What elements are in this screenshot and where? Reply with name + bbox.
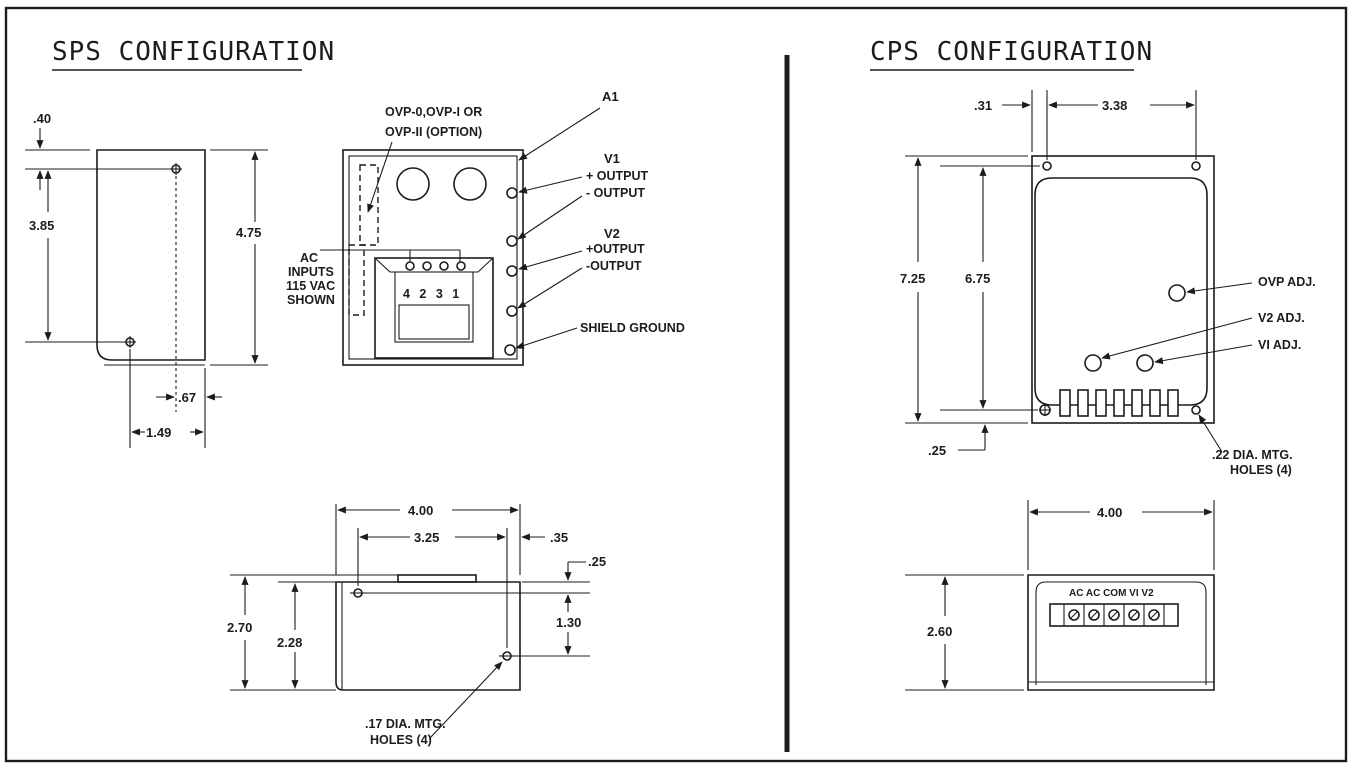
bottom-holes-label-line2: HOLES (4) xyxy=(370,733,432,747)
cps-end-dim-width: 4.00 xyxy=(1097,505,1122,520)
v1-adj-label: VI ADJ. xyxy=(1258,338,1301,352)
side-dim-width: 1.49 xyxy=(146,425,171,440)
a1-label: A1 xyxy=(602,89,619,104)
cps-top-body xyxy=(1031,155,1215,424)
shield-ground-label: SHIELD GROUND xyxy=(580,321,685,335)
bottom-dim-width: 4.00 xyxy=(408,503,433,518)
front-view-knob-left xyxy=(396,167,430,201)
bottom-dim-depth-inner: 2.28 xyxy=(277,635,302,650)
ac-label-line2: INPUTS xyxy=(288,265,334,279)
ac-label-line3: 115 VAC xyxy=(286,279,335,293)
sps-front-view: 4 2 3 1 OVP-0,OVP-I OR OVP-II (OPTION) A… xyxy=(286,89,685,366)
cps-hole-tl xyxy=(1042,161,1052,171)
v1-neg-terminal xyxy=(506,235,518,247)
cps-dim-height: 7.25 xyxy=(900,271,925,286)
v2-pos-label: +OUTPUT xyxy=(586,242,645,256)
cps-terminal-screws xyxy=(1063,604,1165,626)
sps-side-view: .40 3.85 4.75 .67 1.49 xyxy=(25,111,268,448)
cps-title: CPS CONFIGURATION xyxy=(870,37,1153,67)
bottom-view-body xyxy=(335,581,521,691)
v2-neg-terminal xyxy=(506,305,518,317)
bottom-view-cover xyxy=(397,574,477,583)
front-view-inner xyxy=(348,155,518,360)
cps-dim-left: .31 xyxy=(974,98,992,113)
bottom-holes-label-line1: .17 DIA. MTG. xyxy=(365,717,446,731)
cps-top-cover xyxy=(1034,177,1208,406)
cps-dim-bottom: .25 xyxy=(928,443,946,458)
cps-holes-label-line2: HOLES (4) xyxy=(1230,463,1292,477)
ac-label-line1: AC xyxy=(300,251,318,265)
cps-terminal-labels: AC AC COM VI V2 xyxy=(1069,588,1154,599)
v2-label: V2 xyxy=(604,226,620,241)
sps-title: SPS CONFIGURATION xyxy=(52,37,335,67)
v1-adj-pot xyxy=(1136,354,1154,372)
ovp-adj-label: OVP ADJ. xyxy=(1258,275,1316,289)
cps-top-view: OVP ADJ. V2 ADJ. VI ADJ. .31 3.38 7 xyxy=(900,90,1316,477)
front-view-body xyxy=(342,149,524,366)
cps-holes-label-line1: .22 DIA. MTG. xyxy=(1212,448,1293,462)
v1-neg-label: - OUTPUT xyxy=(586,186,645,200)
bottom-dim-right: .35 xyxy=(550,530,568,545)
ovp-label-line2: OVP-II (OPTION) xyxy=(385,125,482,139)
ac-label-line4: SHOWN xyxy=(287,293,335,307)
transformer-core xyxy=(394,271,474,343)
cps-dim-hole-span: 3.38 xyxy=(1102,98,1127,113)
cps-terminal-strip xyxy=(1049,603,1179,627)
cps-end-view: AC AC COM VI V2 xyxy=(905,500,1215,691)
v2-adj-label: V2 ADJ. xyxy=(1258,311,1305,325)
front-view-knob-right xyxy=(453,167,487,201)
bottom-dim-depth: 2.70 xyxy=(227,620,252,635)
cps-end-body xyxy=(1027,574,1215,691)
v1-pos-terminal xyxy=(506,187,518,199)
cps-fins xyxy=(1059,389,1179,417)
sps-section: SPS CONFIGURATION .40 xyxy=(25,37,685,747)
bottom-dim-hole-depth: 1.30 xyxy=(556,615,581,630)
v1-pos-label: + OUTPUT xyxy=(586,169,649,183)
cps-section: CPS CONFIGURATION xyxy=(870,37,1316,691)
shield-ground-terminal xyxy=(504,344,516,356)
side-dim-height: 4.75 xyxy=(236,225,261,240)
v1-label: V1 xyxy=(604,151,620,166)
sps-bottom-view: 4.00 3.25 .35 .25 1.30 2.70 2.28 xyxy=(227,503,606,747)
ovp-label-line1: OVP-0,OVP-I OR xyxy=(385,105,482,119)
bottom-dim-hole-span: 3.25 xyxy=(414,530,439,545)
v2-pos-terminal xyxy=(506,265,518,277)
side-dim-hole-height: 3.85 xyxy=(29,218,54,233)
side-view-body xyxy=(96,149,206,361)
transformer-terminals: 4 2 3 1 xyxy=(403,287,462,301)
transformer xyxy=(374,257,494,359)
cps-dim-hole-height: 6.75 xyxy=(965,271,990,286)
ovp-option-outline xyxy=(359,164,379,246)
bottom-dim-top: .25 xyxy=(588,554,606,569)
v2-neg-label: -OUTPUT xyxy=(586,259,642,273)
cps-hole-br xyxy=(1191,405,1201,415)
ovp-adj-pot xyxy=(1168,284,1186,302)
v2-adj-pot xyxy=(1084,354,1102,372)
sheet-border xyxy=(4,6,1348,763)
cps-hole-tr xyxy=(1191,161,1201,171)
side-dim-top: .40 xyxy=(33,111,51,126)
ac-input-outline xyxy=(348,244,365,316)
side-dim-hole-offset: .67 xyxy=(178,390,196,405)
cps-end-dim-height: 2.60 xyxy=(927,624,952,639)
